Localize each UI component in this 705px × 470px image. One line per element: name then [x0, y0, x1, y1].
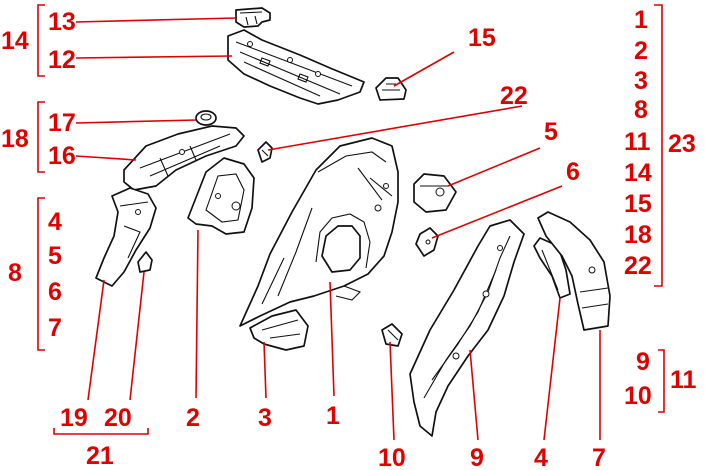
part-4-strip — [533, 237, 571, 299]
label-23-member-2: 2 — [634, 37, 648, 65]
part-2-bracket — [187, 157, 255, 235]
label-16: 16 — [48, 142, 76, 170]
bracket-21 — [53, 428, 149, 435]
label-5-callout: 5 — [544, 118, 558, 146]
label-5: 5 — [48, 242, 62, 270]
part-6-plate — [415, 227, 439, 257]
label-8: 8 — [8, 259, 22, 287]
part-19-pillar — [95, 187, 157, 287]
label-20: 20 — [104, 404, 132, 432]
bracket-8 — [37, 197, 45, 351]
label-7-callout: 7 — [592, 444, 606, 470]
label-23-member-18: 18 — [624, 221, 652, 249]
part-10-clip — [381, 323, 403, 347]
part-20-clip — [137, 251, 153, 273]
label-19: 19 — [60, 404, 88, 432]
label-4: 4 — [48, 208, 62, 236]
bracket-14 — [37, 4, 45, 77]
labels: 14 13 12 18 17 16 8 4 5 6 7 15 22 5 6 1 … — [1, 6, 697, 470]
label-17: 17 — [48, 109, 76, 137]
label-9: 9 — [470, 444, 484, 470]
label-10-group: 10 — [624, 382, 652, 410]
label-1: 1 — [326, 402, 340, 430]
label-6: 6 — [48, 278, 62, 306]
label-23-member-3: 3 — [634, 67, 648, 95]
part-12-upper-panel — [227, 29, 365, 105]
label-23-member-11: 11 — [624, 128, 651, 156]
bracket-11 — [658, 349, 665, 413]
part-9-pillar — [409, 219, 525, 437]
part-1-wheelhouse — [239, 137, 399, 327]
part-7-side-panel — [537, 211, 611, 331]
part-3-bracket — [249, 309, 309, 351]
label-23-member-14: 14 — [624, 159, 652, 187]
label-4-callout: 4 — [534, 444, 548, 470]
label-12: 12 — [48, 46, 76, 74]
leader-lines — [75, 17, 601, 441]
label-23-member-8: 8 — [634, 96, 648, 124]
label-3: 3 — [258, 404, 272, 432]
label-23: 23 — [668, 130, 696, 158]
label-23-member-15: 15 — [624, 190, 652, 218]
label-2: 2 — [186, 404, 200, 432]
part-22-clip — [257, 141, 273, 163]
label-6-callout: 6 — [566, 158, 580, 186]
label-23-member-1: 1 — [634, 6, 648, 34]
label-23-member-22: 22 — [624, 252, 652, 280]
bracket-18 — [37, 101, 45, 173]
part-5-bracket — [413, 173, 457, 213]
label-13: 13 — [48, 8, 76, 36]
label-9-group: 9 — [636, 348, 650, 376]
part-13-bracket — [235, 7, 271, 28]
label-7: 7 — [48, 314, 62, 342]
label-21: 21 — [86, 442, 114, 470]
label-18: 18 — [1, 125, 29, 153]
label-11: 11 — [670, 366, 697, 394]
bracket-23 — [654, 4, 663, 287]
label-10: 10 — [378, 444, 406, 470]
label-14: 14 — [1, 27, 29, 55]
label-22: 22 — [500, 82, 528, 110]
label-15: 15 — [468, 24, 496, 52]
part-17-grommet — [195, 110, 217, 126]
